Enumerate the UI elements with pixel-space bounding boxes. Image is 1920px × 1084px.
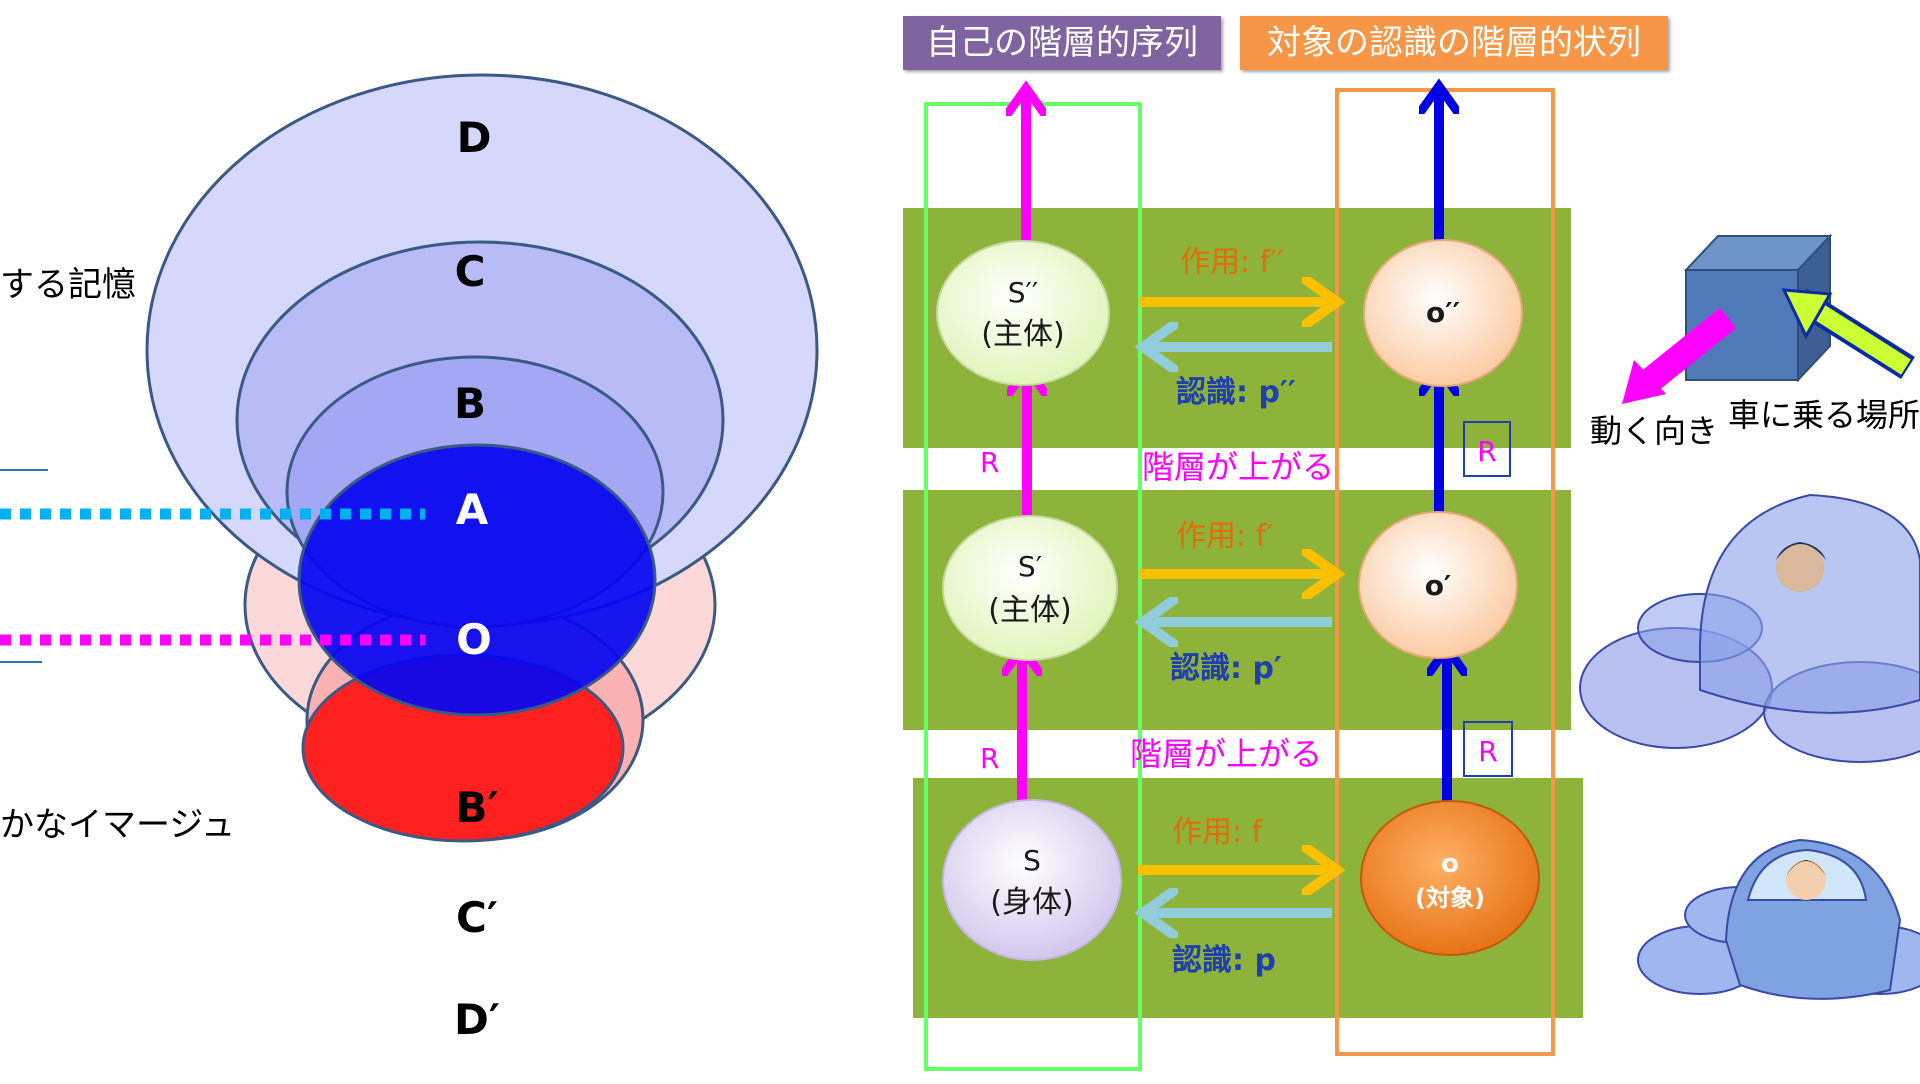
object-node-top bbox=[1363, 239, 1523, 387]
boarding-arrow-head bbox=[1781, 288, 1833, 340]
rise-label-upper: 階層が上がる bbox=[1142, 448, 1334, 486]
r-label-object-upper: R bbox=[1477, 435, 1496, 468]
pilot-face bbox=[1776, 544, 1824, 592]
r-label-self-upper: R bbox=[980, 446, 999, 479]
object-series-header: 対象の認識の階層的状列 bbox=[1240, 16, 1668, 70]
move-arrow bbox=[1637, 307, 1737, 395]
layer-label-o: O bbox=[456, 615, 492, 664]
pilot-hair bbox=[1776, 542, 1826, 560]
cube-figure: 動く向き 車に乗る場所 bbox=[1590, 233, 1920, 450]
boarding-place-label: 車に乗る場所 bbox=[1728, 396, 1920, 434]
layer-label-a: A bbox=[456, 485, 489, 534]
recognition-label-top: 認識: p′′ bbox=[1176, 375, 1296, 410]
r-box-object-lower bbox=[1463, 721, 1513, 777]
object-id-low: o bbox=[1441, 849, 1459, 879]
boarding-arrow bbox=[1803, 297, 1911, 375]
action-label-top: 作用: f′′ bbox=[1180, 245, 1284, 280]
subject-role-top: (主体) bbox=[981, 317, 1064, 352]
subject-node-low bbox=[942, 799, 1122, 961]
object-id-mid: o′ bbox=[1425, 569, 1452, 602]
subject-node-mid bbox=[942, 515, 1118, 661]
object-role-low: (対象) bbox=[1415, 884, 1485, 912]
object-node-low bbox=[1360, 800, 1540, 956]
object-id-top: o′′ bbox=[1426, 296, 1460, 329]
layer-label-b-prime: B′ bbox=[455, 783, 498, 832]
recognition-label-mid: 認識: p′ bbox=[1170, 651, 1282, 686]
flying-car-icon bbox=[1699, 493, 1920, 714]
flying-car-transparent bbox=[1579, 493, 1920, 763]
move-direction-label: 動く向き bbox=[1590, 412, 1718, 450]
rise-label-lower: 階層が上がる bbox=[1130, 735, 1322, 773]
layer-label-b: B bbox=[454, 379, 486, 428]
side-label-memory: する記憶 bbox=[0, 265, 136, 305]
side-label-image: かなイマージュ bbox=[0, 805, 235, 845]
move-arrow-head bbox=[1622, 360, 1666, 404]
subject-role-low: (身体) bbox=[990, 885, 1073, 920]
subject-node-top bbox=[936, 240, 1110, 386]
object-node-mid bbox=[1358, 511, 1518, 659]
recognition-label-low: 認識: p bbox=[1172, 943, 1276, 978]
layer-label-d: D bbox=[457, 113, 492, 162]
subject-id-mid: S′ bbox=[1018, 550, 1042, 583]
layer-label-d-prime: D′ bbox=[454, 995, 500, 1044]
self-series-header: 自己の階層的序列 bbox=[903, 16, 1221, 70]
action-label-low: 作用: f bbox=[1172, 815, 1264, 850]
hierarchy-diagram: S′′ (主体) S′ (主体) S (身体) o′′ o′ o (対象) 作用… bbox=[903, 90, 1583, 1071]
layer-label-c-prime: C′ bbox=[456, 893, 498, 942]
subject-id-low: S bbox=[1023, 844, 1041, 877]
memory-cone: D C B A O B′ C′ D′ する記憶 かなイマージュ bbox=[0, 73, 819, 1044]
r-label-object-lower: R bbox=[1478, 735, 1497, 768]
r-label-self-lower: R bbox=[980, 742, 999, 775]
action-label-mid: 作用: f′ bbox=[1176, 519, 1273, 554]
pilot-face-2 bbox=[1786, 860, 1826, 900]
subject-role-mid: (主体) bbox=[988, 593, 1071, 628]
r-box-object-upper bbox=[1463, 421, 1511, 477]
layer-label-c: C bbox=[455, 247, 486, 296]
flying-car-opaque bbox=[1637, 838, 1920, 1000]
subject-id-top: S′′ bbox=[1008, 276, 1039, 309]
